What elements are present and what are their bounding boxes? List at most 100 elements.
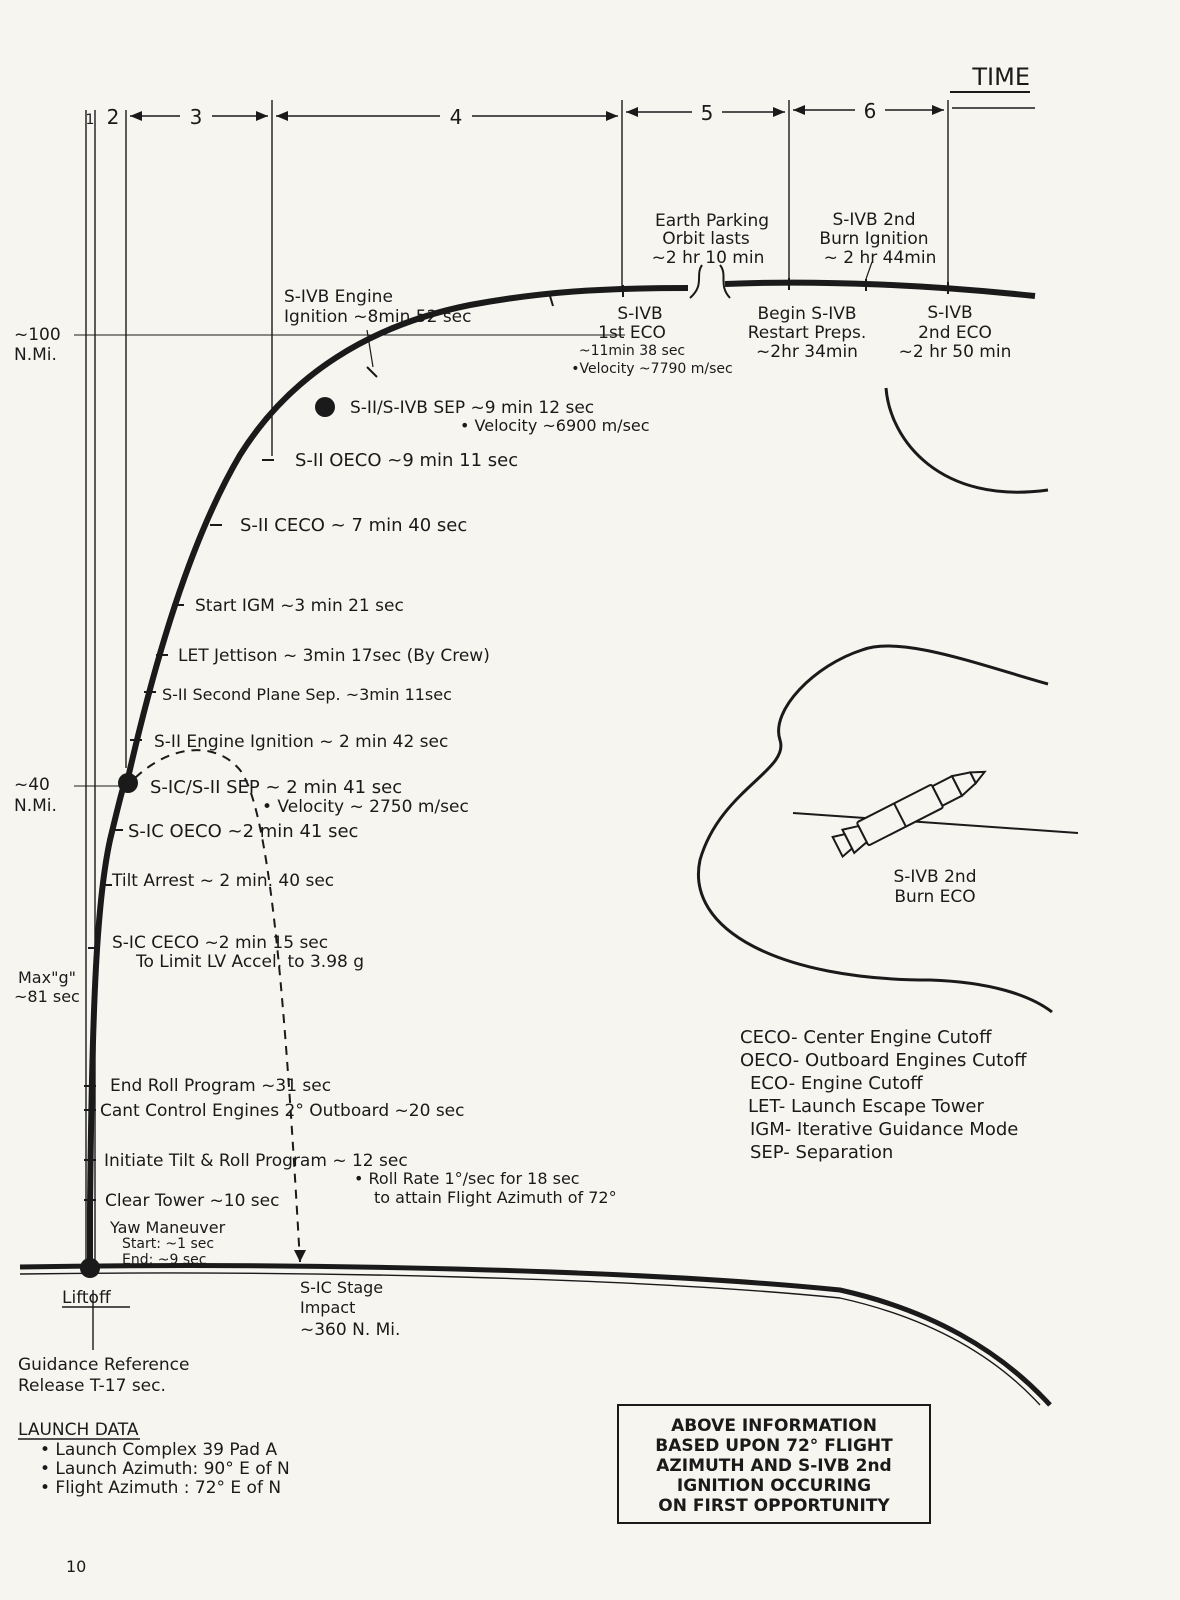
spacecraft-sketch — [792, 770, 1079, 859]
phase-numbers: 1 2 3 4 5 6 — [86, 99, 877, 129]
assumption-note: ABOVE INFORMATION BASED UPON 72° FLIGHT … — [655, 1416, 893, 1516]
second-burn-pointer — [865, 261, 873, 280]
sic-impact-arrowhead — [294, 1250, 306, 1262]
ascent-trajectory — [87, 285, 689, 1268]
event-yaw-end: End: ~9 sec — [122, 1252, 206, 1268]
event-ticks — [84, 278, 949, 1201]
launch-data-block: LAUNCH DATA • Launch Complex 39 Pad A • … — [18, 1420, 290, 1498]
abbr-oeco: OECO- Outboard Engines Cutoff — [740, 1050, 1027, 1071]
time-axis-title: TIME — [971, 63, 1030, 91]
guidance-reference-line1: Guidance Reference — [18, 1355, 189, 1375]
event-yaw-maneuver: Yaw Maneuver — [109, 1218, 226, 1237]
event-sivb-ignition-line1: S-IVB Engine — [284, 287, 393, 307]
altitude-40-value: ~40 — [14, 775, 50, 795]
orbit-sivb-2nd-eco-line2: 2nd ECO — [918, 323, 992, 343]
sivb-ignition-pointer — [366, 329, 374, 368]
orbit-break-mark-left — [689, 264, 703, 299]
event-tilt-arrest: Tilt Arrest ~ 2 min. 40 sec — [111, 871, 334, 891]
phase-6-label: 6 — [864, 99, 877, 123]
event-sii-second-plane-sep: S-II Second Plane Sep. ~3min 11sec — [162, 685, 452, 704]
phase-arrows — [130, 107, 1035, 117]
orbit-parking-line3: ~2 hr 10 min — [652, 248, 765, 268]
phase-3-label: 3 — [190, 105, 203, 129]
launch-data-item-1: • Launch Complex 39 Pad A — [40, 1440, 277, 1460]
event-sii-ceco: S-II CECO ~ 7 min 40 sec — [240, 515, 467, 536]
event-yaw-start: Start: ~1 sec — [122, 1236, 214, 1252]
event-end-roll-program: End Roll Program ~31 sec — [110, 1076, 331, 1096]
phase-4-label: 4 — [450, 105, 463, 129]
event-sii-oeco: S-II OECO ~9 min 11 sec — [295, 450, 518, 471]
event-sii-sivb-sep: S-II/S-IVB SEP ~9 min 12 sec — [350, 398, 594, 418]
orbit-restart-preps-line1: Begin S-IVB — [757, 304, 856, 324]
liftoff-marker — [80, 1258, 100, 1278]
event-labels: S-IVB Engine Ignition ~8min 52 sec S-II/… — [100, 287, 650, 1268]
event-clear-tower: Clear Tower ~10 sec — [105, 1191, 279, 1211]
abbreviations-legend: CECO- Center Engine Cutoff OECO- Outboar… — [740, 1027, 1027, 1163]
earth-outline-sketch — [697, 644, 1053, 1014]
event-sic-oeco: S-IC OECO ~2 min 41 sec — [128, 821, 358, 842]
altitude-100-unit: N.Mi. — [14, 345, 57, 365]
orbit-restart-preps-line3: ~2hr 34min — [756, 342, 858, 362]
event-sic-sii-sep-velocity: • Velocity ~ 2750 m/sec — [262, 797, 469, 817]
guidance-reference-line2: Release T-17 sec. — [18, 1376, 166, 1396]
sic-impact-trajectory — [134, 749, 301, 1263]
max-g-label: Max"g" — [18, 968, 76, 987]
launch-data-title: LAUNCH DATA — [18, 1420, 139, 1440]
phase-boundaries — [85, 100, 949, 1260]
orbit-sivb-1st-eco-line2: 1st ECO — [598, 323, 666, 343]
event-sic-ceco-line1: S-IC CECO ~2 min 15 sec — [112, 933, 328, 953]
orbit-parking-line2: Orbit lasts — [662, 229, 750, 249]
spacecraft-caption: S-IVB 2nd Burn ECO — [893, 867, 976, 907]
assumption-note-line3: AZIMUTH AND S-IVB 2nd — [656, 1456, 891, 1476]
earth-horizon-sketch — [884, 387, 1049, 494]
event-roll-rate-line2: to attain Flight Azimuth of 72° — [374, 1188, 617, 1207]
event-initiate-tilt-roll: Initiate Tilt & Roll Program ~ 12 sec — [104, 1151, 408, 1171]
orbit-restart-preps-line2: Restart Preps. — [748, 323, 867, 343]
orbit-sivb-2nd-eco-line3: ~2 hr 50 min — [899, 342, 1012, 362]
orbit-break-mark-right — [719, 264, 731, 299]
event-sii-engine-ignition: S-II Engine Ignition ~ 2 min 42 sec — [154, 732, 448, 752]
assumption-note-line2: BASED UPON 72° FLIGHT — [655, 1436, 893, 1456]
event-sii-sivb-sep-velocity: • Velocity ~6900 m/sec — [460, 416, 650, 435]
assumption-note-line1: ABOVE INFORMATION — [671, 1416, 877, 1436]
spacecraft-caption-line2: Burn ECO — [894, 887, 975, 907]
event-cant-control-engines: Cant Control Engines 2° Outboard ~20 sec — [100, 1101, 465, 1121]
orbit-parking-line1: Earth Parking — [655, 211, 769, 231]
liftoff-label: Liftoff — [62, 1288, 112, 1308]
phase-5-label: 5 — [701, 101, 714, 125]
orbit-second-burn-line1: S-IVB 2nd — [832, 210, 915, 230]
abbr-eco: ECO- Engine Cutoff — [750, 1073, 923, 1094]
abbr-let: LET- Launch Escape Tower — [748, 1096, 985, 1117]
phase-2-label: 2 — [107, 105, 120, 129]
event-start-igm: Start IGM ~3 min 21 sec — [195, 596, 404, 616]
orbit-second-burn-line3: ~ 2 hr 44min — [824, 248, 937, 268]
orbit-sivb-1st-eco-line1: S-IVB — [617, 304, 662, 324]
sic-impact-line3: ~360 N. Mi. — [300, 1320, 400, 1340]
event-roll-rate-line1: • Roll Rate 1°/sec for 18 sec — [354, 1169, 580, 1188]
orbit-event-labels: S-IVB 1st ECO ~11min 38 sec •Velocity ~7… — [571, 210, 1011, 377]
sic-impact-line2: Impact — [300, 1298, 355, 1317]
sic-impact-line1: S-IC Stage — [300, 1278, 383, 1297]
earth-surface-shadow — [19, 1272, 1041, 1406]
max-g-time: ~81 sec — [14, 987, 80, 1006]
earth-surface — [19, 1263, 1052, 1407]
sii-sivb-separation-marker — [315, 397, 335, 417]
altitude-axis-labels: ~100 N.Mi. ~40 N.Mi. Max"g" ~81 sec — [14, 325, 80, 1006]
event-sivb-ignition-line2: Ignition ~8min 52 sec — [284, 307, 472, 327]
assumption-note-line4: IGNITION OCCURING — [677, 1476, 871, 1496]
parking-orbit-path — [724, 279, 1036, 299]
abbr-igm: IGM- Iterative Guidance Mode — [750, 1119, 1018, 1140]
abbr-sep: SEP- Separation — [750, 1142, 893, 1163]
orbit-sivb-1st-eco-velocity: •Velocity ~7790 m/sec — [571, 361, 732, 377]
assumption-note-line5: ON FIRST OPPORTUNITY — [658, 1496, 890, 1516]
orbit-sivb-2nd-eco-line1: S-IVB — [927, 303, 972, 323]
event-let-jettison: LET Jettison ~ 3min 17sec (By Crew) — [178, 646, 490, 666]
altitude-40-unit: N.Mi. — [14, 796, 57, 816]
orbit-second-burn-line2: Burn Ignition — [819, 229, 928, 249]
local-horizon-line — [792, 812, 1079, 834]
orbit-sivb-1st-eco-time: ~11min 38 sec — [579, 343, 685, 359]
ground-labels: Liftoff S-IC Stage Impact ~360 N. Mi. Gu… — [18, 1278, 400, 1396]
sic-sii-separation-marker — [118, 773, 138, 793]
altitude-100-value: ~100 — [14, 325, 61, 345]
